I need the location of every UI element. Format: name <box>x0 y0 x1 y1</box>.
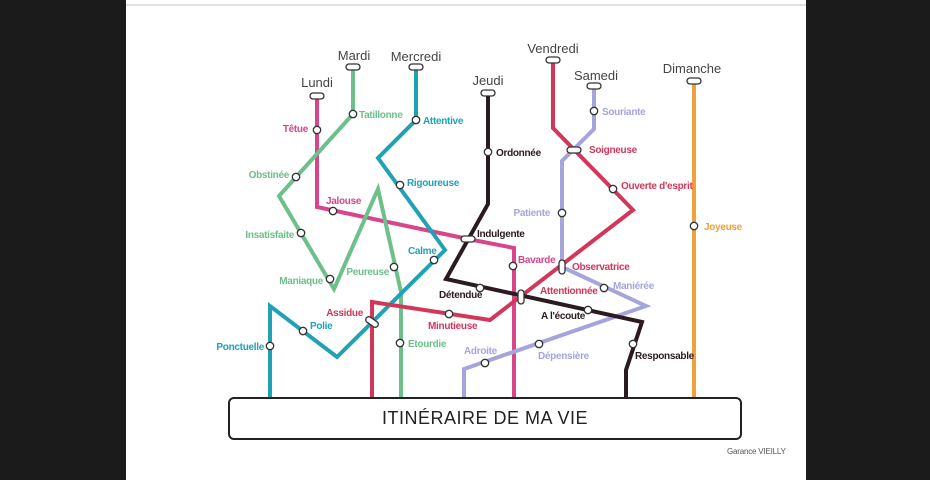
station-label: Ouverte d'esprit <box>621 181 693 192</box>
station-label: Etourdie <box>408 339 447 350</box>
terminus-markers <box>309 56 702 100</box>
station-label: Patiente <box>513 208 550 219</box>
line-label-mardi: Mardi <box>338 48 371 63</box>
station-label: Polie <box>310 321 333 332</box>
station-label: Indulgente <box>477 229 525 240</box>
station-label: Bavarde <box>518 255 556 266</box>
station-label: Minutieuse <box>428 321 478 332</box>
station-label: Obstinée <box>249 170 290 181</box>
station-label: Maniérée <box>613 281 655 292</box>
station-label: A l'écoute <box>541 311 586 322</box>
station-label: Souriante <box>602 107 646 118</box>
station-label: Ponctuelle <box>216 342 264 353</box>
station-label: Observatrice <box>572 262 630 273</box>
station-label: Responsable <box>635 351 695 362</box>
station-label: Adroite <box>464 346 498 357</box>
station-label: Maniaque <box>279 276 323 287</box>
line-jeudi <box>442 93 645 397</box>
line-label-vendredi: Vendredi <box>527 41 578 56</box>
station-label: Têtue <box>283 124 309 135</box>
station-label: Tatillonne <box>359 110 403 121</box>
station-label: Calme <box>408 246 437 257</box>
line-label-lundi: Lundi <box>301 75 333 90</box>
title-banner: ITINÉRAIRE DE MA VIE <box>228 397 742 440</box>
station-label: Jalouse <box>326 196 362 207</box>
station-label: Peureuse <box>346 267 389 278</box>
author-credit: Garance VIEILLY <box>727 447 786 456</box>
station-label: Attentionnée <box>540 286 598 297</box>
station-label: Rigoureuse <box>407 178 460 189</box>
station-label: Attentive <box>423 116 464 127</box>
top-divider <box>126 4 806 6</box>
station-label: Détendue <box>439 290 483 301</box>
line-label-dimanche: Dimanche <box>663 61 722 76</box>
line-label-jeudi: Jeudi <box>472 73 503 88</box>
station-label: Assidue <box>326 308 364 319</box>
station-labels: Têtue Jalouse Indulgente Bavarde Tatillo… <box>216 107 743 362</box>
station-markers <box>265 106 699 368</box>
line-label-samedi: Samedi <box>574 68 618 83</box>
station-label: Joyeuse <box>704 222 743 233</box>
line-label-mercredi: Mercredi <box>391 49 442 64</box>
station-label: Dépensière <box>538 351 590 362</box>
station-label: Soigneuse <box>589 145 638 156</box>
station-label: Ordonnée <box>496 148 542 159</box>
station-label: Insatisfaite <box>245 230 294 241</box>
